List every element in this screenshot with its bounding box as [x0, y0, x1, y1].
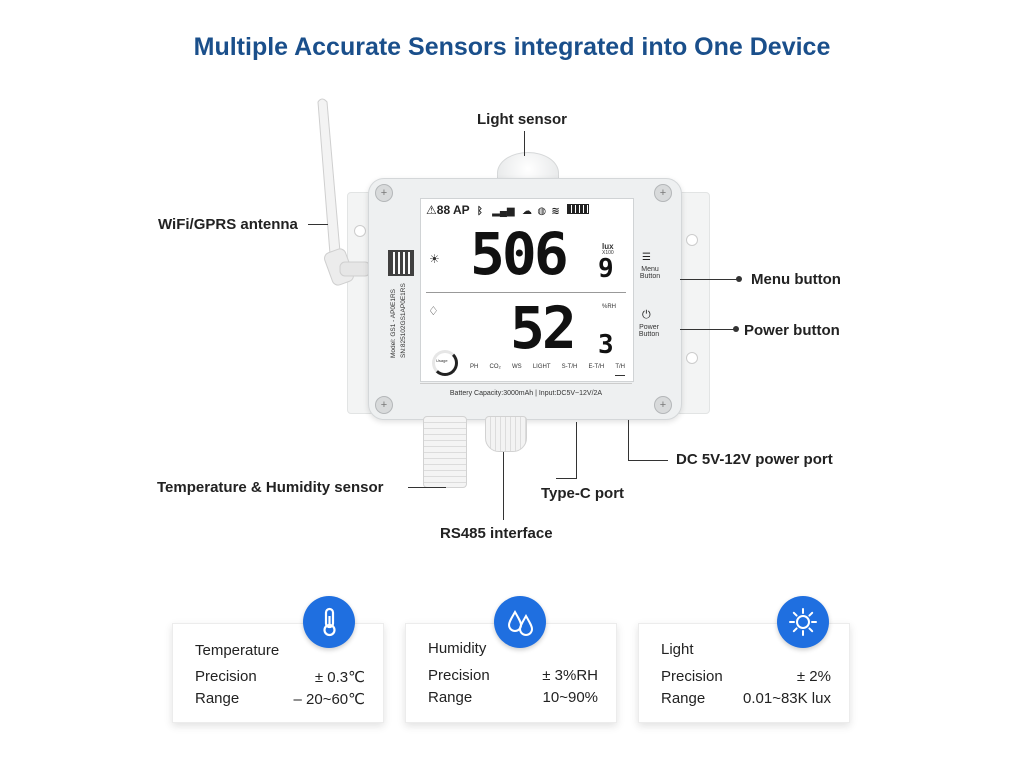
bracket-hole [686, 352, 698, 364]
menu-button-icon: ☰ [642, 252, 651, 263]
qr-code [388, 250, 414, 276]
humidity-card: Humidity Precision ± 3%RH Range 10~90% [405, 596, 617, 723]
rs485-gland [485, 416, 527, 452]
callout-line-dc-v [628, 420, 629, 460]
lux-decimal: 9 [598, 254, 614, 284]
menu-button-callout: Menu button [751, 271, 841, 288]
callout-line-light [524, 131, 525, 156]
bracket-hole [354, 225, 366, 237]
lcd-screen [420, 198, 634, 382]
precision-label: Precision [428, 667, 490, 684]
lux-reading: 506 [470, 220, 569, 288]
signal-icon: ▂▄▆ [492, 206, 515, 217]
range-label: Range [428, 689, 473, 706]
mode-bar: PH CO₂ WS LIGHT S-T/H E-T/H T/H [470, 364, 625, 376]
power-button-icon: ⏻ [642, 309, 651, 321]
light-sensor-label: Light sensor [477, 111, 568, 128]
lux-multiplier: X100 [602, 250, 614, 256]
display-divider [426, 292, 626, 293]
case-screw: + [654, 184, 672, 202]
mode-co2: CO₂ [489, 364, 501, 370]
range-row: Range 10~90% [428, 689, 598, 706]
usage-gauge [432, 350, 458, 376]
precision-row: Precision ± 3%RH [428, 667, 598, 684]
temp-humidity-label: Temperature & Humidity sensor [157, 479, 384, 496]
mode-light: LIGHT [532, 364, 551, 370]
precision-value: ± 2% [796, 668, 831, 685]
usage-label: Usage [436, 358, 448, 363]
menu-button-label: Menu Button [639, 266, 661, 280]
lux-unit: lux [602, 242, 614, 251]
typec-label: Type-C port [541, 485, 625, 502]
range-row: Range 0.01~83K lux [661, 690, 831, 707]
mode-ph: PH [470, 364, 479, 370]
rs485-label: RS485 interface [440, 525, 553, 542]
warning-icon: ⚠ [426, 203, 437, 217]
status-bar: ⚠88 AP ᛒ ▂▄▆ ☁ ◍ ≋ [426, 203, 626, 219]
light-card: Light Precision ± 2% Range 0.01~83K lux [638, 596, 850, 723]
precision-label: Precision [661, 668, 723, 685]
callout-line-typec-h [556, 478, 577, 479]
humidity-decimal: 3 [598, 330, 614, 360]
wifi-icon: ≋ [551, 206, 560, 217]
battery-info: Battery Capacity:3000mAh | Input:DC5V~12… [420, 383, 632, 404]
antenna [317, 98, 371, 286]
callout-line-rs485 [503, 452, 504, 520]
model-text: Model: GS1 - AP0E1RS [390, 288, 397, 358]
range-value: 10~90% [542, 689, 598, 706]
precision-row: Precision ± 0.3℃ [195, 668, 365, 686]
bracket-hole [686, 234, 698, 246]
power-button-callout: Power button [744, 322, 840, 339]
callout-line-power [680, 329, 736, 330]
callout-dot-power [733, 326, 739, 332]
precision-value: ± 3%RH [542, 667, 598, 684]
temperature-humidity-probe [423, 416, 467, 488]
callout-line-temp [408, 487, 446, 488]
range-label: Range [195, 690, 240, 707]
antenna-label: WiFi/GPRS antenna [158, 216, 298, 233]
precision-row: Precision ± 2% [661, 668, 831, 685]
water-drop-display-icon: ♢ [428, 304, 439, 318]
page-title: Multiple Accurate Sensors integrated int… [193, 33, 831, 61]
case-screw: + [375, 184, 393, 202]
sun-icon [777, 596, 829, 648]
thermometer-icon [303, 596, 355, 648]
precision-label: Precision [195, 668, 257, 685]
range-value: 0.01~83K lux [743, 690, 831, 707]
humidity-reading: 52 [510, 294, 577, 362]
callout-line-antenna [308, 224, 328, 225]
status-text: 88 AP [436, 203, 470, 217]
callout-dot-menu [736, 276, 742, 282]
callout-line-typec-v [576, 422, 577, 478]
dc-port-label: DC 5V-12V power port [676, 451, 833, 468]
case-screw: + [375, 396, 393, 414]
globe-icon: ◍ [537, 206, 547, 217]
temperature-card: Temperature Precision ± 0.3℃ Range – 20~60… [172, 596, 384, 723]
water-drops-icon [494, 596, 546, 648]
range-label: Range [661, 690, 706, 707]
sun-display-icon: ☀ [429, 252, 440, 266]
precision-value: ± 0.3℃ [314, 669, 365, 686]
cloud-icon: ☁ [521, 206, 532, 217]
card-title: Light [661, 641, 694, 658]
power-button-label: Power Button [638, 324, 660, 338]
battery-icon [567, 204, 590, 214]
humidity-unit: %RH [602, 304, 617, 310]
bluetooth-icon: ᛒ [476, 206, 483, 217]
card-title: Humidity [428, 640, 487, 657]
mode-th: T/H [615, 364, 625, 376]
range-value: – 20~60℃ [293, 691, 365, 708]
mode-s-th: S-T/H [561, 364, 578, 370]
range-row: Range – 20~60℃ [195, 690, 365, 708]
callout-line-menu [680, 279, 740, 280]
mode-e-th: E-T/H [588, 364, 605, 370]
serial-text: SN:825102GS1AP0E1RS [400, 283, 407, 358]
mode-ws: WS [512, 364, 522, 370]
case-screw: + [654, 396, 672, 414]
card-title: Temperature [195, 642, 280, 659]
callout-line-dc-h [628, 460, 668, 461]
